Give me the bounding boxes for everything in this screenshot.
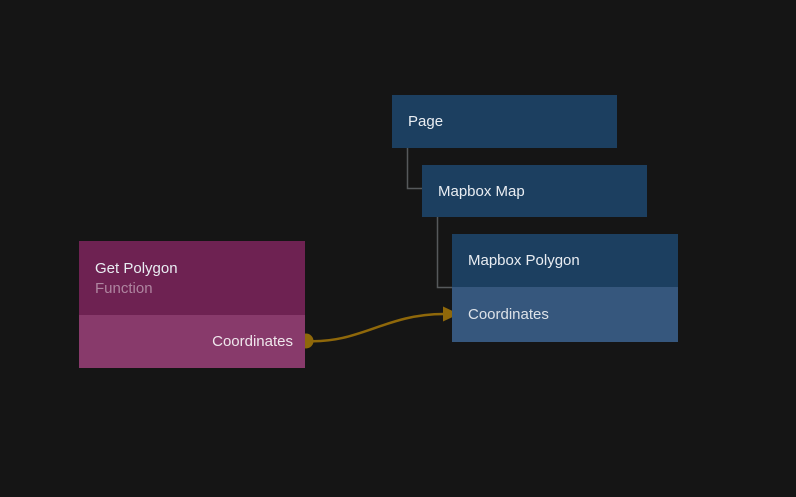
output-port-coordinates[interactable]: Coordinates	[79, 315, 305, 368]
tree-connector-mapbox-map-to-mapbox-polygon	[436, 217, 452, 289]
node-page[interactable]: Page	[392, 95, 617, 148]
node-mapbox-map[interactable]: Mapbox Map	[422, 165, 647, 217]
node-subtitle: Function	[95, 279, 153, 297]
node-title: Mapbox Map	[438, 182, 525, 200]
node-get-polygon[interactable]: Get Polygon Function Coordinates	[79, 241, 305, 368]
tree-connector-page-to-mapbox-map	[406, 148, 422, 190]
node-title: Get Polygon	[95, 259, 178, 277]
node-title: Page	[408, 113, 444, 130]
node-title: Mapbox Polygon	[468, 252, 580, 269]
input-port-label: Coordinates	[468, 306, 549, 323]
output-port-label: Coordinates	[212, 333, 293, 350]
connection-wire-get-polygon-to-mapbox-polygon[interactable]	[305, 312, 445, 343]
input-port-coordinates[interactable]: Coordinates	[452, 287, 678, 342]
node-mapbox-polygon[interactable]: Mapbox Polygon Coordinates	[452, 234, 678, 342]
